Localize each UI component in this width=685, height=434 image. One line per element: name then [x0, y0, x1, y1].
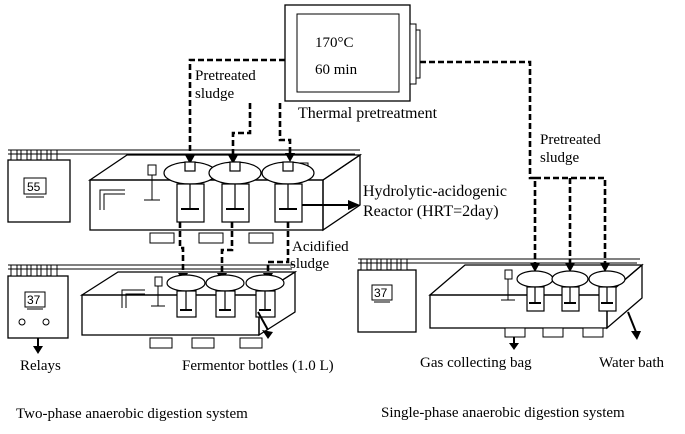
- controller-upper-left: 55: [7, 149, 360, 223]
- fermentor-label: Fermentor bottles (1.0 L): [182, 358, 334, 374]
- oven-time: 60 min: [315, 62, 358, 78]
- hydrolytic-label-line1: Hydrolytic-acidogenic: [363, 183, 507, 200]
- display-right: 37: [374, 286, 388, 300]
- relays-label: Relays: [20, 358, 61, 374]
- gas-bags-right: [504, 327, 604, 338]
- caption-single-phase: Single-phase anaerobic digestion system: [381, 405, 625, 421]
- pretreated-sludge-right-line2: sludge: [540, 150, 580, 166]
- water-bath-pointer-head: [631, 331, 641, 340]
- fermentor-bottles: [166, 274, 285, 318]
- pretreated-flow-right: [420, 60, 607, 265]
- gas-bags-upper: [149, 232, 274, 244]
- reactor-bottles-upper: [163, 161, 315, 223]
- pretreated-sludge-left-line2: sludge: [195, 86, 235, 102]
- controller-lower-left: 37: [7, 264, 295, 339]
- acidified-sludge-line1: Acidified: [292, 239, 349, 255]
- water-bath-label: Water bath: [599, 355, 665, 371]
- lower-stirrer-aux: [151, 276, 165, 307]
- thermal-pretreatment-label: Thermal pretreatment: [298, 105, 438, 122]
- pretreated-sludge-left-line1: Pretreated: [195, 68, 256, 84]
- display-lower-left: 37: [27, 293, 41, 307]
- gas-bags-lower-left: [149, 337, 263, 349]
- relays-pointer-head: [33, 346, 43, 354]
- water-bath-pointer: [627, 311, 637, 333]
- hydrolytic-label-line2: Reactor (HRT=2day): [363, 203, 499, 220]
- fermentor-pointer-head: [262, 330, 273, 339]
- oven-temperature: 170°C: [315, 35, 354, 51]
- gas-bag-pointer-head: [509, 343, 519, 350]
- pretreated-flow-left: [188, 58, 292, 157]
- hydrolytic-pointer-head: [348, 200, 360, 210]
- controller-right: 37: [357, 258, 640, 333]
- fermentor-pointer: [257, 311, 269, 331]
- right-stirrer-aux: [501, 269, 515, 301]
- pretreated-sludge-right-line1: Pretreated: [540, 132, 601, 148]
- thermal-oven: 170°C 60 min: [284, 4, 421, 102]
- gas-collecting-bag-label: Gas collecting bag: [420, 355, 532, 371]
- caption-two-phase: Two-phase anaerobic digestion system: [16, 406, 248, 422]
- display-upper-left: 55: [27, 180, 41, 194]
- acidified-sludge-line2: sludge: [290, 256, 330, 272]
- digester-bottles-right: [516, 270, 626, 312]
